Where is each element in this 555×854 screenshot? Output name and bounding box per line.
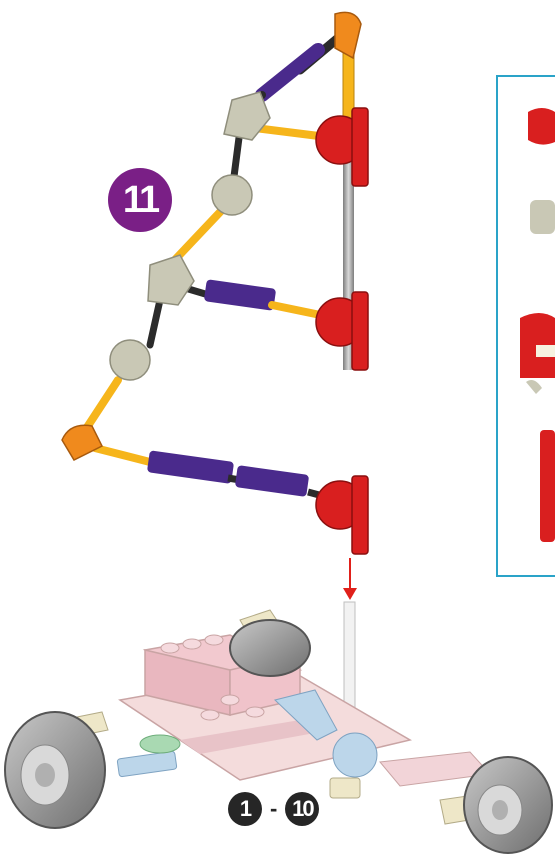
red-connectors [315,107,369,555]
range-start-badge: 1 [228,792,262,826]
orange-connectors [61,11,362,461]
wheel-rear-right [229,619,311,677]
wheel-front-right [463,756,553,854]
step-number-badge: 11 [108,168,172,232]
gray-connectors [109,91,271,381]
range-start: 1 [239,796,252,821]
insertion-arrow [343,558,357,600]
range-end: 10 [292,796,315,821]
previous-steps-range: 1 - 10 [228,792,320,826]
sail-frame-assembly [61,11,369,600]
car-base-assembly [4,601,553,854]
range-separator: - [270,796,278,821]
mast-rod [343,110,354,370]
inset-panel [496,75,555,577]
range-end-badge: 10 [285,792,320,826]
step-number: 11 [122,178,160,221]
wheel-rear-left [4,711,106,829]
